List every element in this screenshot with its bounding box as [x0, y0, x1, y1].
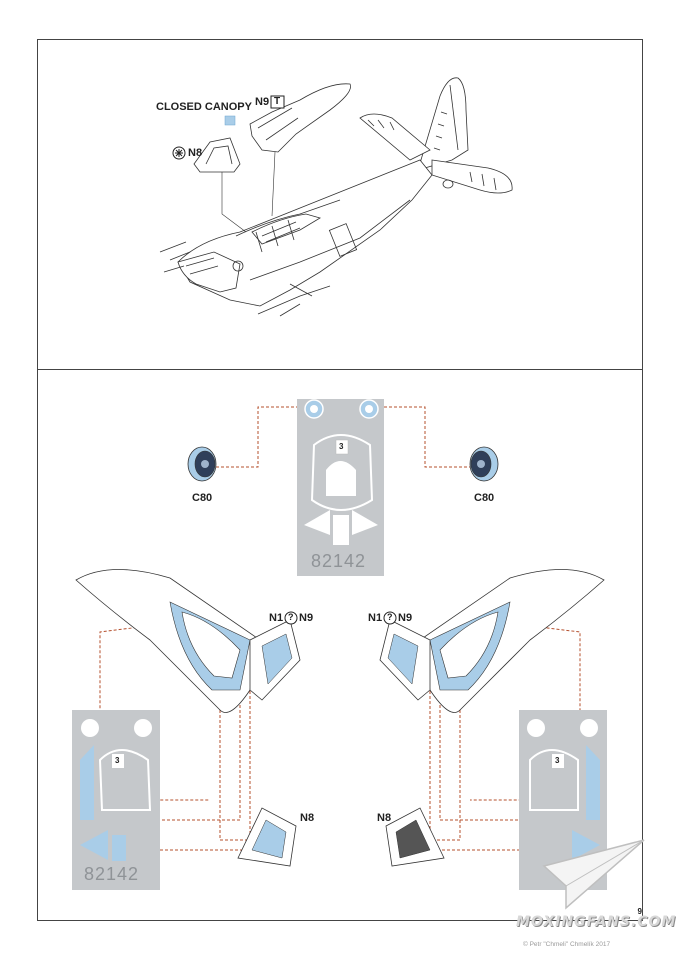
t-box-icon [270, 95, 285, 109]
wheel-right [469, 446, 499, 482]
question-right-label: ? [387, 612, 393, 622]
part-n9-left-label: N9 [299, 612, 314, 624]
t-box-label: T [274, 96, 281, 107]
fret-badge-label: 3 [339, 442, 344, 451]
wheel-right-label: C80 [474, 492, 495, 504]
windscreen-left [237, 807, 297, 867]
paper-plane-icon [542, 839, 645, 910]
question-left-label: ? [288, 612, 294, 622]
wheel-left-label: C80 [192, 492, 213, 504]
wheel-left [187, 446, 217, 482]
question-circle-icon [284, 611, 298, 625]
part-n1-left-label: N1 [269, 612, 284, 624]
aircraft-drawing [159, 77, 513, 317]
part-n1-right-label: N1 [368, 612, 383, 624]
watermark-site: MOXINGFANS.COM [516, 914, 677, 930]
fret-number-label: 82142 [311, 551, 367, 571]
windscreen-right [385, 807, 445, 867]
watermark-credit: © Petr "Chmeli" Chmelík 2017 [523, 941, 611, 948]
paint-circle-icon [172, 146, 186, 160]
decal-ref [224, 115, 236, 126]
canopy-left [75, 569, 301, 713]
fret-right-badge: 3 [555, 756, 560, 765]
page-frame [37, 39, 643, 921]
part-n8-left-label: N8 [300, 812, 315, 824]
question-circle-icon [383, 611, 397, 625]
part-n9-right-label: N9 [398, 612, 413, 624]
fret-left-badge: 3 [115, 756, 120, 765]
part-n9-top-label: N9 [255, 96, 270, 108]
left-mask-fret [72, 710, 160, 890]
fret-left-number: 82142 [84, 864, 140, 884]
part-n8-right-label: N8 [377, 812, 392, 824]
canopy-right [379, 569, 605, 713]
part-n8-top-label: N8 [188, 147, 203, 159]
page-number: 9 [637, 907, 642, 916]
closed-canopy-label: CLOSED CANOPY [156, 101, 252, 113]
central-mask-fret [297, 399, 384, 576]
